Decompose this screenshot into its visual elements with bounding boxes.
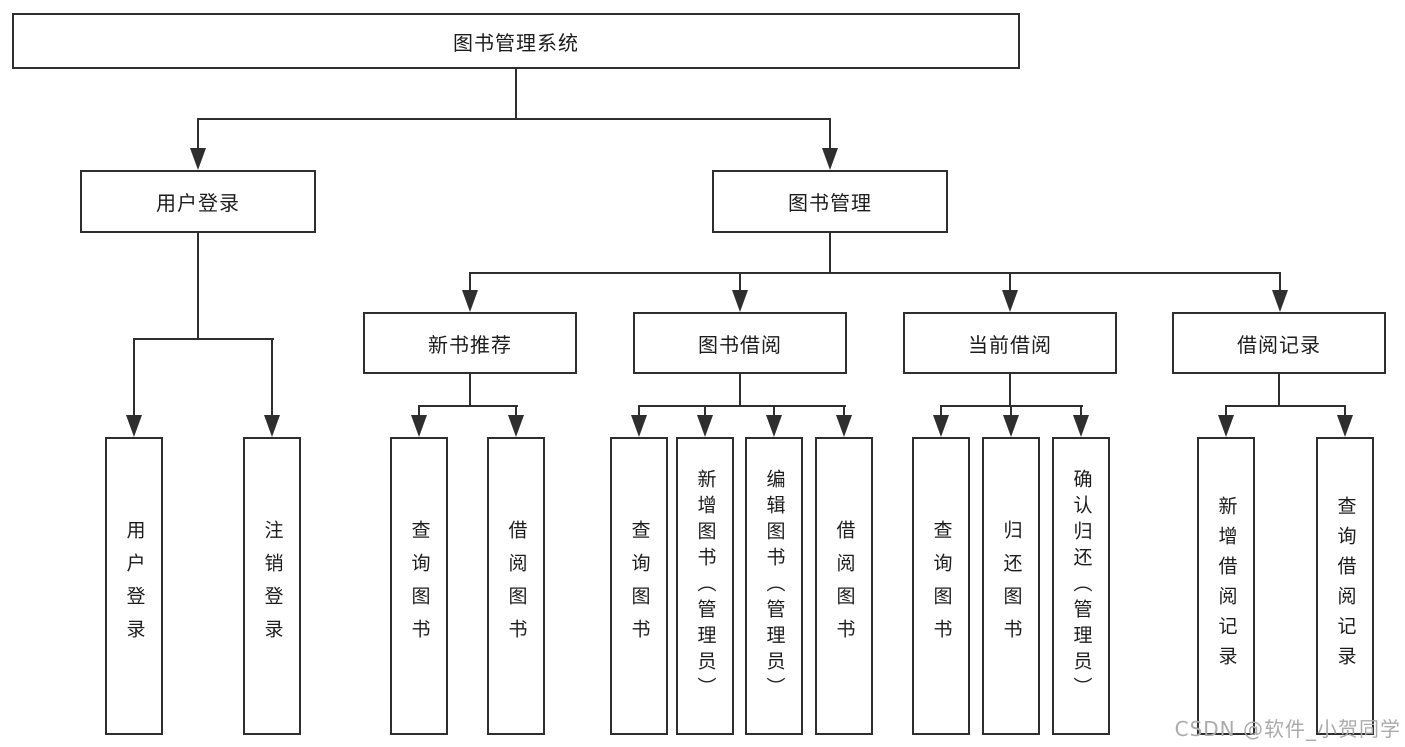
connector-drop-current-borrow [1009, 272, 1011, 292]
arrowhead-query1 [411, 415, 427, 437]
connector-drop-query3 [940, 405, 942, 417]
leaf-query-books-borrow: 查询图书 [610, 437, 668, 735]
leaf-query-books-current: 查询图书 [912, 437, 970, 735]
arrowhead-query2 [631, 415, 647, 437]
arrowhead-leaf-user-login [126, 415, 142, 437]
connector-drop-user-login [197, 118, 199, 150]
connector-new-book-feed [469, 374, 471, 407]
leaf-logout-label: 注销登录 [261, 520, 284, 652]
connector-level3-bus [469, 272, 1281, 274]
node-current-borrow-label: 当前借阅 [968, 332, 1052, 357]
connector-book-borrow-bus [638, 405, 846, 407]
connector-drop-add-record [1225, 405, 1227, 417]
leaf-edit-book-admin: 编辑图书（管理员） [745, 437, 803, 735]
connector-drop-leaf-logout [271, 338, 273, 417]
leaf-add-borrow-record: 新增借阅记录 [1197, 437, 1255, 735]
connector-drop-book-management [829, 118, 831, 150]
leaf-logout: 注销登录 [243, 437, 301, 735]
arrowhead-edit-book [766, 415, 782, 437]
leaf-add-borrow-record-label: 新增借阅记录 [1215, 496, 1238, 676]
connector-drop-return-book [1010, 405, 1012, 417]
connector-drop-book-borrow [739, 272, 741, 292]
arrowhead-new-book [462, 290, 478, 312]
connector-drop-leaf-user-login [133, 338, 135, 417]
connector-current-borrow-feed [1009, 374, 1011, 407]
connector-drop-query1 [418, 405, 420, 417]
connector-root-feed [515, 69, 517, 118]
connector-user-login-bus [133, 338, 274, 340]
connector-book-borrow-feed [739, 374, 741, 407]
arrowhead-add-record [1218, 415, 1234, 437]
connector-level2-bus [197, 118, 831, 120]
leaf-user-login: 用户登录 [105, 437, 163, 735]
leaf-add-book-admin: 新增图书（管理员） [676, 437, 734, 735]
connector-drop-borrow-records [1279, 272, 1281, 292]
connector-drop-borrow1 [515, 405, 517, 417]
leaf-confirm-return-admin: 确认归还（管理员） [1052, 437, 1110, 735]
connector-drop-borrow2 [843, 405, 845, 417]
node-borrow-records-label: 借阅记录 [1237, 332, 1321, 357]
leaf-query-borrow-record-label: 查询借阅记录 [1334, 496, 1357, 676]
node-book-management: 图书管理 [712, 170, 948, 233]
node-book-management-label: 图书管理 [788, 191, 872, 215]
connector-drop-new-book [469, 272, 471, 292]
connector-borrow-records-feed [1278, 374, 1280, 407]
node-book-borrow-label: 图书借阅 [698, 332, 782, 357]
arrowhead-borrow-records [1272, 290, 1288, 312]
node-book-borrow: 图书借阅 [633, 312, 847, 374]
arrowhead-borrow2 [836, 415, 852, 437]
node-root: 图书管理系统 [12, 13, 1020, 69]
connector-user-login-feed [197, 233, 199, 340]
arrowhead-confirm-return [1073, 415, 1089, 437]
connector-borrow-records-bus [1225, 405, 1346, 407]
node-user-login: 用户登录 [80, 170, 316, 233]
arrowhead-book-borrow [732, 290, 748, 312]
leaf-edit-book-admin-label: 编辑图书（管理员） [763, 469, 786, 703]
leaf-borrow-books-label: 借阅图书 [833, 520, 856, 652]
connector-new-book-bus [418, 405, 518, 407]
node-new-book-recommend: 新书推荐 [363, 312, 577, 374]
arrowhead-return-book [1003, 415, 1019, 437]
arrowhead-book-management [822, 148, 838, 170]
leaf-borrow-books: 借阅图书 [815, 437, 873, 735]
arrowhead-current-borrow [1002, 290, 1018, 312]
leaf-borrow-books-recommend-label: 借阅图书 [505, 520, 528, 652]
csdn-watermark: CSDN @软件_小贺同学 [1174, 717, 1401, 741]
arrowhead-query-record [1337, 415, 1353, 437]
leaf-add-book-admin-label: 新增图书（管理员） [694, 469, 717, 703]
node-new-book-recommend-label: 新书推荐 [428, 332, 512, 357]
leaf-query-borrow-record: 查询借阅记录 [1316, 437, 1374, 735]
arrowhead-query3 [933, 415, 949, 437]
arrowhead-borrow1 [508, 415, 524, 437]
leaf-query-books-recommend: 查询图书 [390, 437, 448, 735]
node-borrow-records: 借阅记录 [1172, 312, 1386, 374]
leaf-confirm-return-admin-label: 确认归还（管理员） [1070, 469, 1093, 703]
leaf-query-books-borrow-label: 查询图书 [628, 520, 651, 652]
connector-drop-query2 [638, 405, 640, 417]
connector-book-management-feed [829, 233, 831, 274]
connector-drop-add-book [704, 405, 706, 417]
leaf-return-book: 归还图书 [982, 437, 1040, 735]
leaf-borrow-books-recommend: 借阅图书 [487, 437, 545, 735]
node-root-label: 图书管理系统 [453, 30, 579, 55]
node-current-borrow: 当前借阅 [903, 312, 1117, 374]
connector-drop-query-record [1344, 405, 1346, 417]
arrowhead-add-book [697, 415, 713, 437]
arrowhead-user-login [190, 148, 206, 170]
node-user-login-label: 用户登录 [156, 191, 240, 215]
leaf-return-book-label: 归还图书 [1000, 520, 1023, 652]
leaf-user-login-label: 用户登录 [123, 520, 146, 652]
connector-drop-edit-book [773, 405, 775, 417]
arrowhead-leaf-logout [264, 415, 280, 437]
leaf-query-books-recommend-label: 查询图书 [408, 520, 431, 652]
connector-drop-confirm-return [1080, 405, 1082, 417]
leaf-query-books-current-label: 查询图书 [930, 520, 953, 652]
